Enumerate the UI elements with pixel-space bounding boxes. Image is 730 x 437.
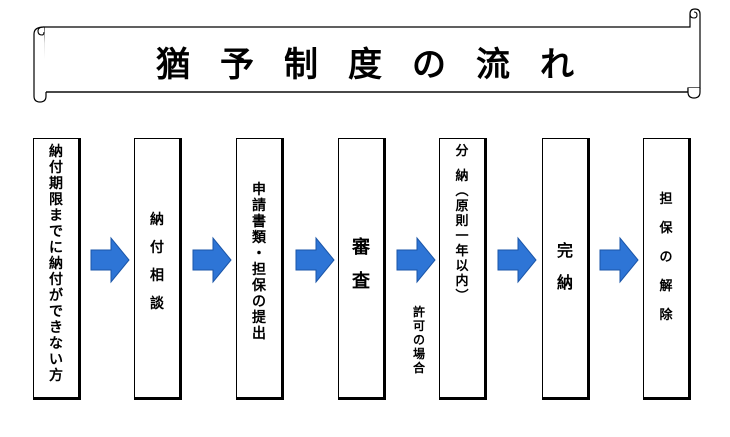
step-label-review: 審査 [352,237,370,292]
step-box-release: 担保の解除 [643,138,691,400]
step-label-completion: 完納 [556,241,573,292]
step-box-review: 審査 [338,138,386,400]
step-box-installment: 分納︵原則一年以内︶ [439,138,487,400]
page-title: 猶予制度の流れ [156,44,604,85]
step-box-consultation: 納付相談 [134,138,182,400]
step-box-deadline: 納付期限までに納付ができない方 [33,138,81,400]
step-label-consultation: 納付相談 [150,212,164,312]
step-box-completion: 完納 [542,138,590,400]
arrow-right-icon [295,236,335,284]
arrow-right-icon [396,236,436,284]
step-label-deadline: 納付期限までに納付ができない方 [49,144,63,384]
step-label-application: 申請書類・担保の提出 [252,182,266,342]
permit-note: 許可の場合 [412,305,425,375]
title-scroll-banner [33,8,701,103]
arrow-right-icon [90,236,130,284]
step-label-release: 担保の解除 [659,192,673,323]
arrow-right-icon [192,236,232,284]
step-box-application: 申請書類・担保の提出 [236,138,284,400]
arrow-right-icon [599,236,639,284]
arrow-right-icon [497,236,537,284]
step-label-installment: 分納︵原則一年以内︶ [455,144,469,304]
